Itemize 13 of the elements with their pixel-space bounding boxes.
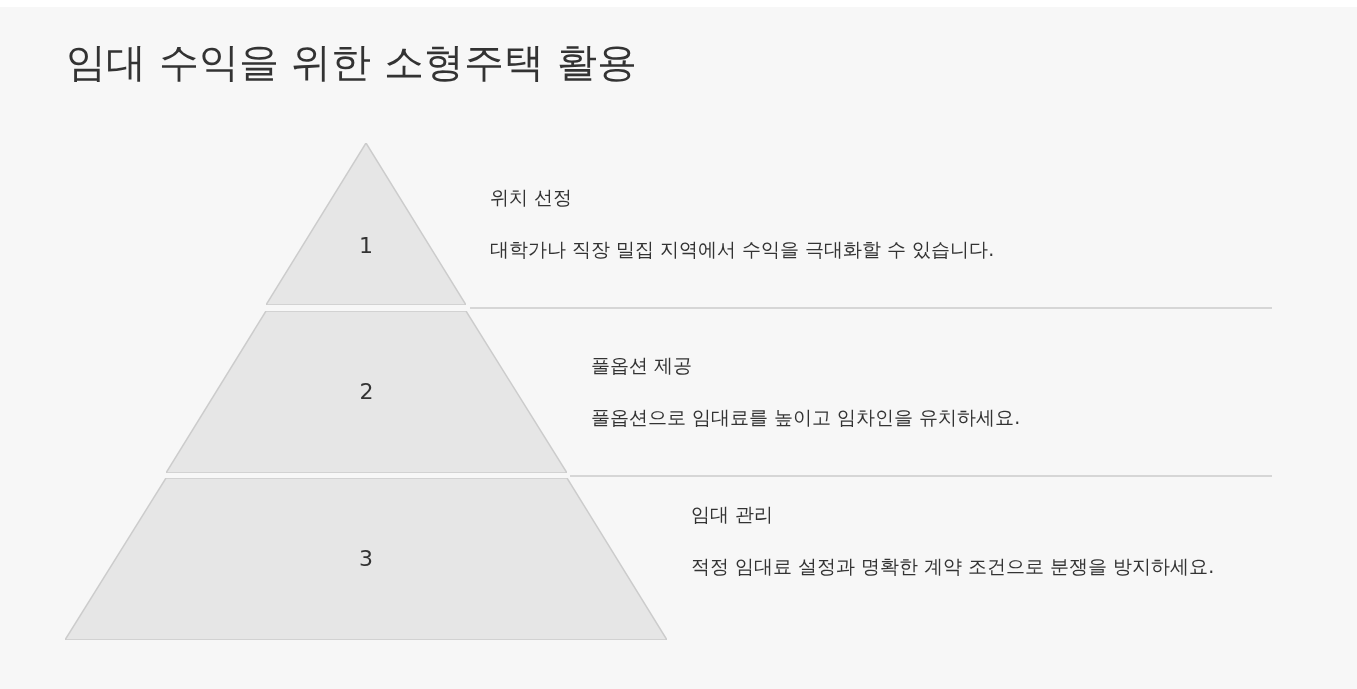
title: 임대 수익을 위한 소형주택 활용 — [66, 38, 637, 86]
tier-description: 적정 임대료 설정과 명확한 계약 조건으로 분쟁을 방지하세요. — [691, 554, 1216, 580]
pyramid-tier — [266, 143, 466, 305]
tier-description: 풀옵션으로 임대료를 높이고 임차인을 유치하세요. — [591, 405, 1022, 431]
tier-heading: 위치 선정 — [490, 185, 574, 210]
tier-number: 1 — [359, 235, 373, 257]
tier-number: 3 — [359, 548, 373, 570]
tier-heading: 임대 관리 — [691, 502, 775, 527]
pyramid-tier — [166, 311, 567, 473]
tier-number: 2 — [359, 381, 374, 403]
tier-heading: 풀옵션 제공 — [591, 353, 694, 378]
tier-description: 대학가나 직장 밀집 지역에서 수익을 극대화할 수 있습니다. — [490, 237, 996, 263]
pyramid-tier — [65, 478, 667, 640]
